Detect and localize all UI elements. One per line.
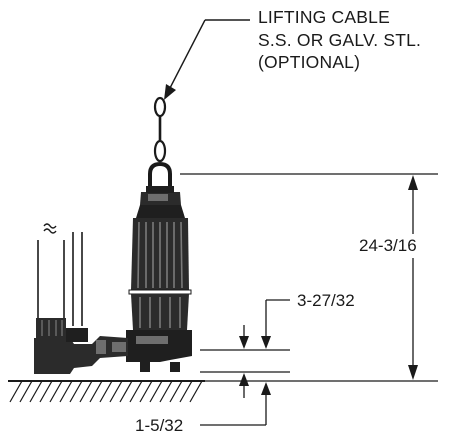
- pipe-break-symbol: [43, 223, 57, 234]
- discharge-arrow-up: [239, 373, 249, 386]
- lifting-cable: [153, 96, 167, 163]
- callout-line-1: LIFTING CABLE: [258, 7, 390, 27]
- overall-height-label: 24-3/16: [359, 236, 417, 255]
- base-clearance-label: 1-5/32: [135, 416, 184, 435]
- callout-line-2: S.S. OR GALV. STL.: [258, 29, 422, 50]
- discharge-height-label: 3-27/32: [297, 291, 355, 310]
- dimension-arrow-up: [408, 175, 418, 190]
- dimension-discharge-height: [200, 299, 290, 398]
- discharge-arrow-down: [239, 336, 249, 349]
- pump-body: [126, 186, 192, 372]
- lifting-bail: [148, 161, 172, 188]
- clearance-leader-arrow: [261, 382, 271, 395]
- base-elbow: [34, 318, 128, 374]
- discharge-assembly: [37, 232, 83, 326]
- callout-line-3: (OPTIONAL): [258, 52, 361, 72]
- callout-leader: [169, 19, 250, 89]
- dimension-base-clearance: [200, 395, 267, 426]
- discharge-leader-arrow: [261, 336, 271, 349]
- floor: [8, 380, 205, 403]
- lifting-cable-callout: LIFTING CABLE S.S. OR GALV. STL. (OPTION…: [258, 6, 421, 74]
- dimension-overall-height: [180, 173, 438, 382]
- dimension-arrow-down: [408, 365, 418, 380]
- callout-arrowhead: [164, 84, 176, 100]
